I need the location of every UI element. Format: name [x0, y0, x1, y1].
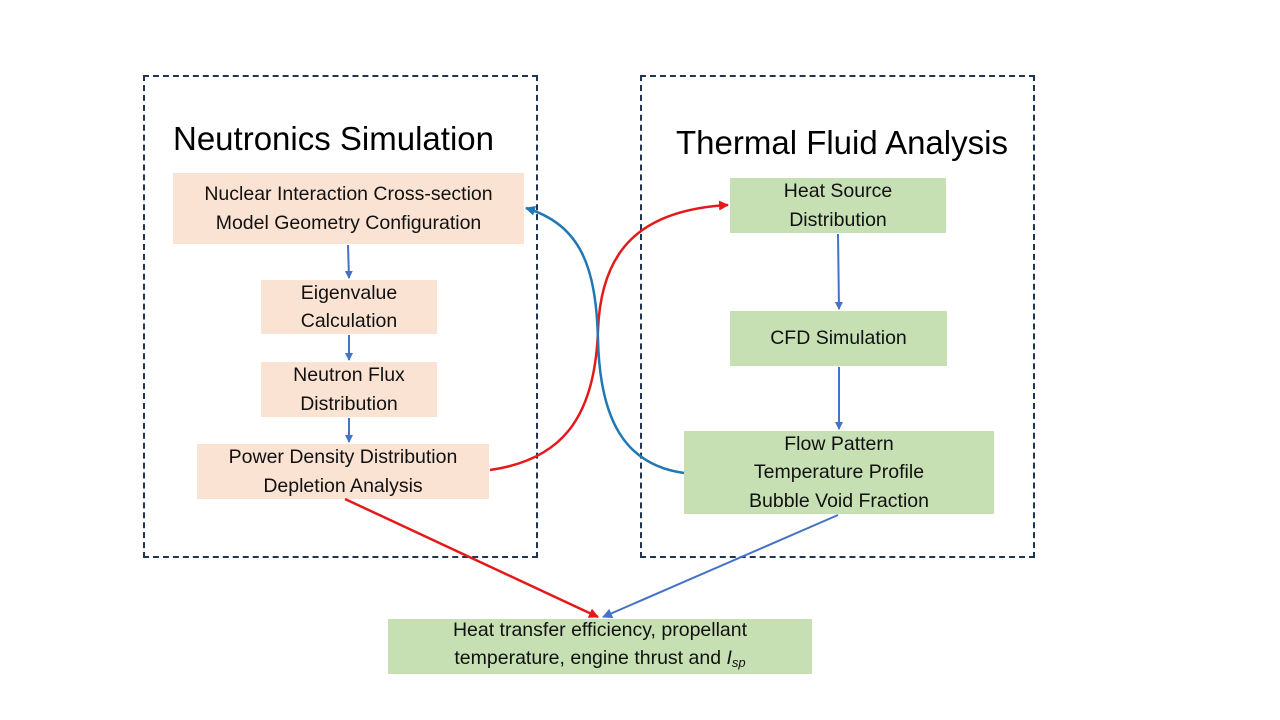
neutron-flux-line-1: Neutron Flux — [293, 364, 405, 386]
heat-source-box: Heat Source Distribution — [730, 178, 946, 233]
cross-section-line-2: Model Geometry Configuration — [215, 211, 482, 234]
heat-source-line-1: Heat Source — [783, 180, 893, 202]
cross-section-line-1: Nuclear Interaction Cross-section — [204, 183, 493, 205]
power-density-line-2: Depletion Analysis — [263, 474, 423, 497]
flow-pattern-line-2: Temperature Profile — [753, 461, 925, 484]
cross-section-box: Nuclear Interaction Cross-section Model … — [173, 173, 524, 244]
isp-subscript: sp — [731, 655, 746, 670]
cfd-box: CFD Simulation — [730, 311, 947, 366]
eigenvalue-line-1: Eigenvalue — [300, 281, 398, 304]
eigenvalue-line-2: Calculation — [300, 310, 398, 332]
result-line-2-text: temperature, engine thrust and — [454, 647, 727, 669]
result-box: Heat transfer efficiency, propellant tem… — [388, 619, 812, 674]
result-line-1: Heat transfer efficiency, propellant — [452, 618, 748, 641]
power-density-box: Power Density Distribution Depletion Ana… — [197, 444, 489, 499]
eigenvalue-box: Eigenvalue Calculation — [261, 280, 437, 334]
heat-source-line-2: Distribution — [789, 208, 887, 231]
power-density-line-1: Power Density Distribution — [228, 446, 458, 468]
neutron-flux-box: Neutron Flux Distribution — [261, 362, 437, 417]
isp-symbol: I — [726, 647, 732, 669]
neutronics-panel-title: Neutronics Simulation — [173, 120, 494, 157]
thermal-panel-title: Thermal Fluid Analysis — [676, 124, 1008, 161]
neutron-flux-line-2: Distribution — [300, 392, 398, 415]
flow-pattern-line-1: Flow Pattern — [784, 432, 894, 455]
cfd-line-1: CFD Simulation — [770, 327, 907, 350]
result-line-2: temperature, engine thrust and Isp — [454, 644, 745, 678]
flow-pattern-box: Flow Pattern Temperature Profile Bubble … — [684, 431, 994, 514]
flow-pattern-line-3: Bubble Void Fraction — [749, 489, 929, 512]
